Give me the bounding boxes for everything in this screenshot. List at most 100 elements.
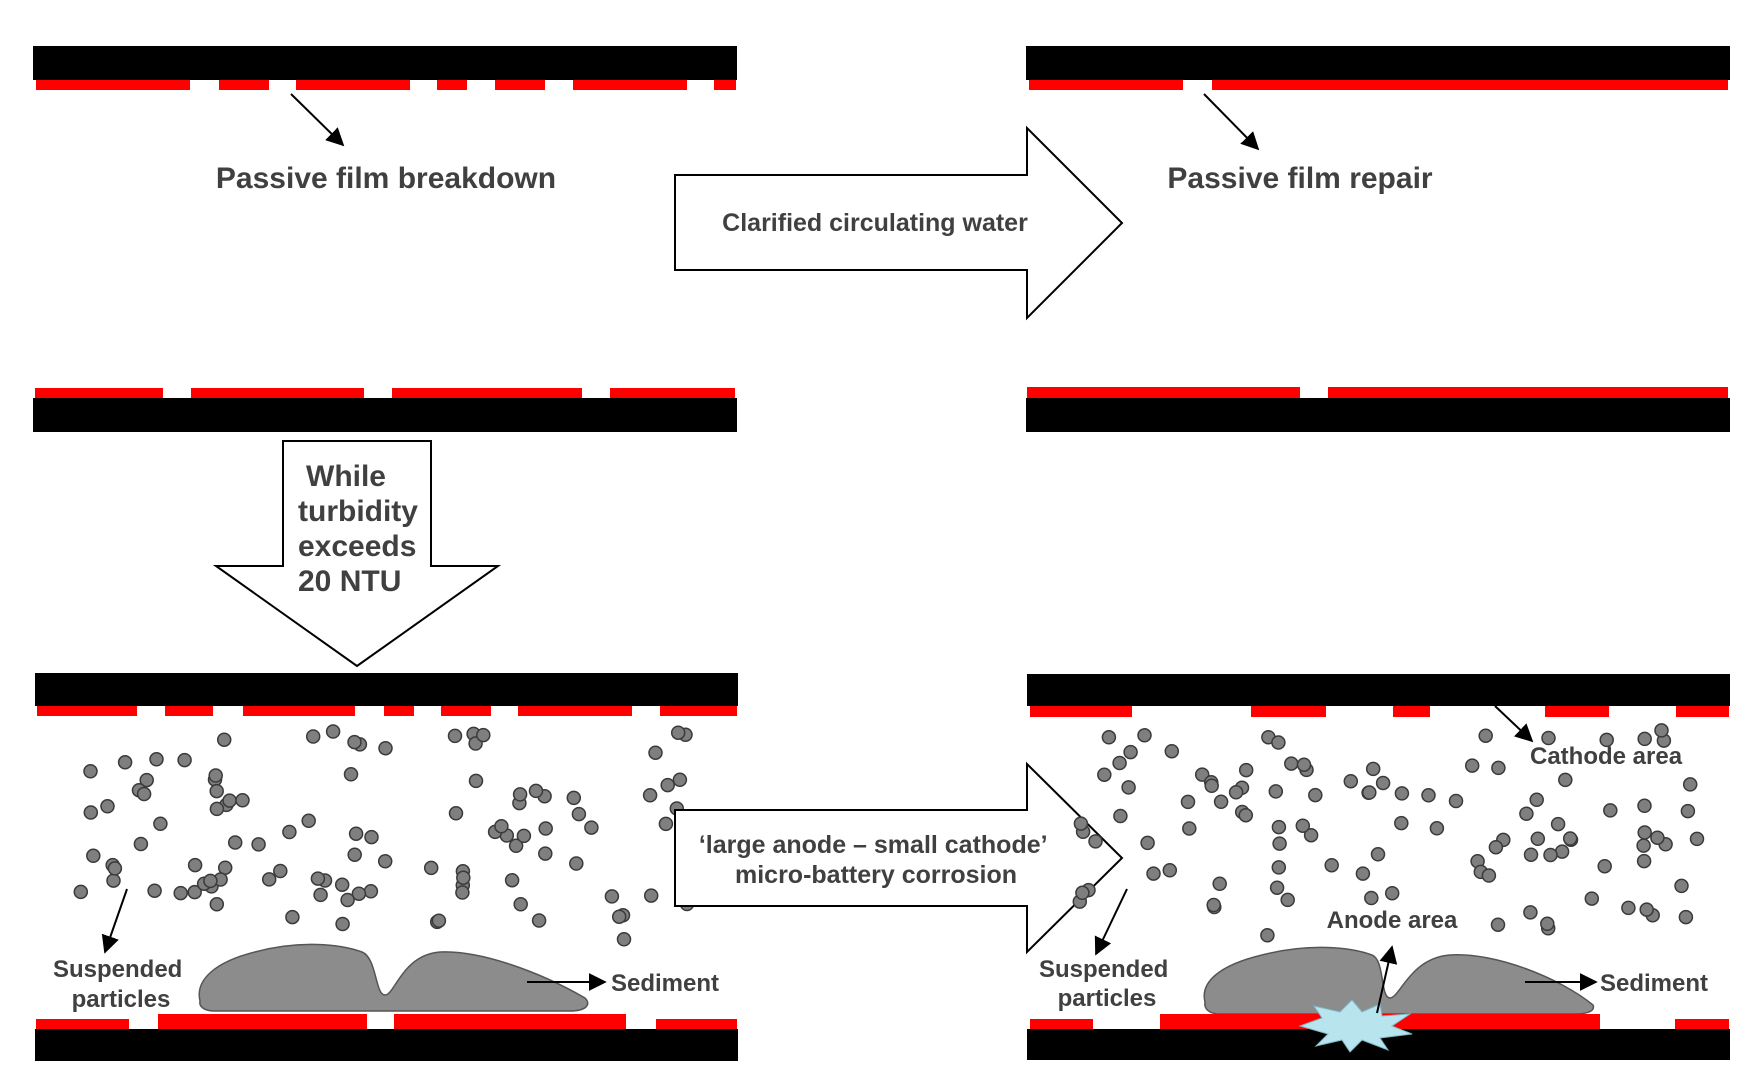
particle	[1308, 787, 1323, 803]
particle	[187, 857, 203, 873]
particle	[1491, 760, 1506, 776]
particle	[1213, 794, 1229, 810]
suspended-particles	[1072, 723, 1705, 943]
particle	[1490, 917, 1506, 932]
particle	[1206, 897, 1221, 913]
particle	[1448, 793, 1464, 809]
particle	[604, 889, 620, 904]
particle	[512, 787, 528, 802]
particle	[1355, 866, 1371, 881]
corrosion-label: ‘large anode – small cathode’ micro-batt…	[699, 831, 1053, 889]
particle	[378, 740, 393, 756]
metal-plate	[33, 46, 737, 80]
particle	[203, 873, 218, 889]
particle	[227, 835, 243, 850]
particle	[364, 829, 379, 845]
particle	[209, 783, 224, 799]
particle	[313, 887, 328, 903]
particle	[1296, 757, 1312, 772]
particle	[1543, 847, 1558, 863]
particle	[1101, 730, 1117, 745]
particle	[1271, 735, 1286, 750]
clarified-water-label: Clarified circulating water	[722, 209, 1028, 237]
panel-middle-left	[33, 388, 737, 432]
particle	[107, 861, 123, 876]
metal-plate-top	[1027, 674, 1730, 706]
particle	[1636, 838, 1651, 853]
sediment-deposit	[198, 943, 589, 1012]
particle	[494, 818, 509, 834]
particle	[1639, 902, 1654, 917]
particle	[1097, 767, 1112, 782]
particle	[431, 913, 447, 928]
particle	[1362, 785, 1377, 800]
turbidity-arrow: While turbidity exceeds 20 NTU	[212, 440, 502, 668]
corrosion-pit	[1298, 999, 1413, 1053]
particle	[1212, 876, 1227, 892]
particle	[1599, 732, 1614, 748]
particle	[1637, 798, 1652, 814]
particle	[222, 793, 237, 808]
passive-film-top	[1030, 706, 1729, 717]
panel-bottom-right: Cathode area Anode area Suspended partic…	[1027, 674, 1730, 1060]
particle	[83, 805, 99, 820]
sediment-deposit	[1203, 946, 1595, 1015]
particle	[209, 897, 225, 912]
particle	[447, 728, 463, 744]
cathode-area-label: Cathode area	[1530, 743, 1683, 770]
particle	[1464, 758, 1480, 773]
particle	[139, 772, 154, 788]
particle	[348, 826, 364, 841]
metal-plate	[1026, 398, 1730, 432]
particle	[177, 752, 192, 768]
passive-film-bottom	[36, 1014, 737, 1029]
particle	[1123, 744, 1138, 760]
particle	[1182, 821, 1197, 836]
particle	[1529, 792, 1544, 808]
particle	[1636, 853, 1652, 869]
particle	[343, 767, 359, 782]
particle	[1523, 905, 1538, 920]
particle	[584, 820, 599, 835]
sediment-label: Sediment	[611, 970, 719, 997]
particle	[136, 786, 152, 802]
metal-plate	[33, 398, 737, 432]
particle	[1523, 847, 1539, 862]
pointer-arrow	[1094, 888, 1128, 956]
particle	[569, 856, 584, 871]
particle	[508, 838, 524, 854]
particle	[423, 860, 439, 876]
particle	[1204, 778, 1219, 794]
particle	[1268, 784, 1284, 799]
particle	[1228, 785, 1244, 800]
particle	[1146, 866, 1161, 881]
particle	[1421, 788, 1436, 803]
particle	[334, 877, 350, 893]
clarified-water-arrow: Clarified circulating water	[674, 125, 1124, 321]
particle	[538, 846, 553, 861]
turbidity-label: While turbidity exceeds 20 NTU	[298, 460, 426, 598]
particle	[1121, 780, 1136, 795]
particle	[305, 729, 321, 744]
particle	[658, 816, 674, 832]
particle	[1162, 863, 1178, 878]
particle	[1324, 857, 1339, 873]
particle	[1238, 762, 1254, 778]
particle	[1678, 909, 1694, 925]
suspended-particles	[73, 724, 695, 947]
particle	[1654, 723, 1669, 738]
particle	[648, 745, 663, 760]
particle	[1558, 772, 1573, 788]
particle	[285, 909, 300, 925]
particle	[1284, 756, 1299, 771]
particle	[153, 816, 168, 832]
suspended-particles-label: Suspended particles	[53, 956, 189, 1013]
particle	[643, 888, 659, 903]
particle	[571, 806, 587, 822]
particle	[566, 790, 582, 806]
passive-film-top	[37, 706, 737, 716]
particle	[1164, 743, 1180, 759]
particle	[1088, 834, 1103, 849]
particle	[1680, 803, 1696, 819]
particle	[1394, 815, 1409, 831]
